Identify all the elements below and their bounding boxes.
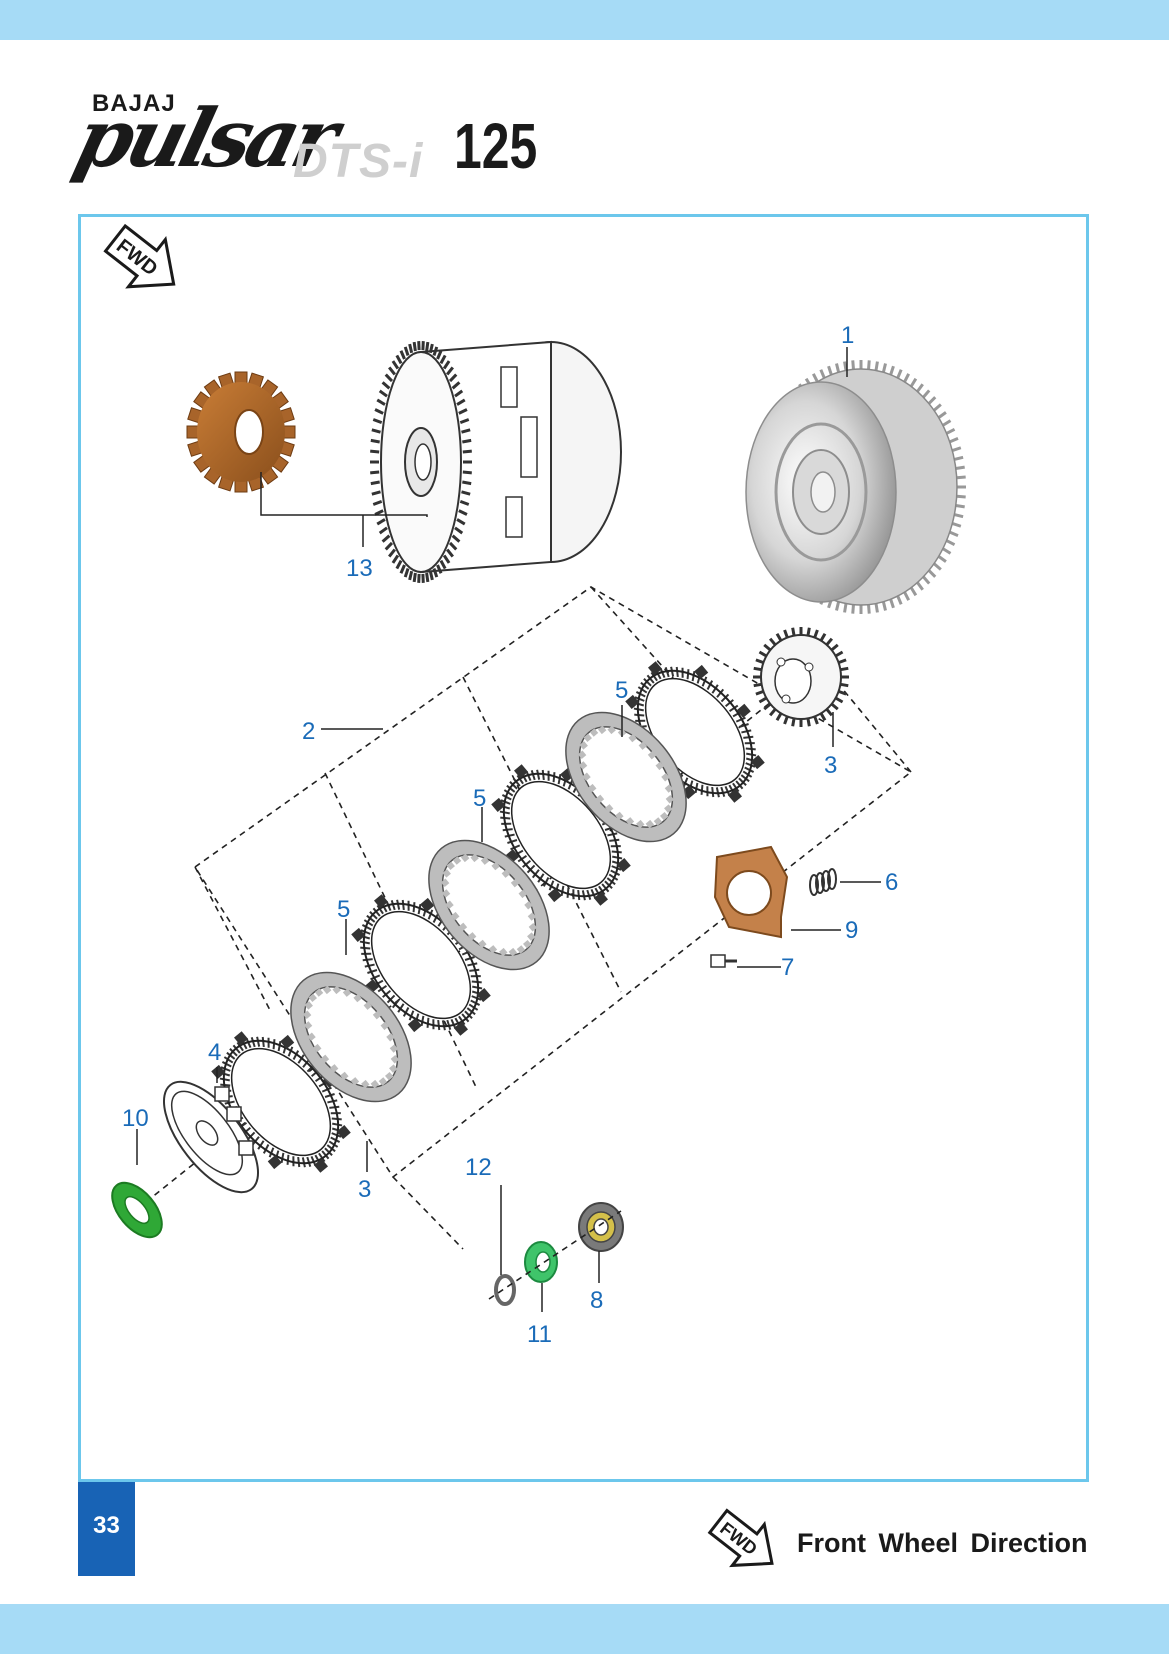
legend-fwd-arrow-icon: FWD (707, 1508, 774, 1568)
part-number-5-middle: 5 (473, 785, 486, 812)
page-number-box: 33 (78, 1482, 135, 1576)
primary-driven-gear (186, 371, 296, 493)
part-number-10: 10 (122, 1105, 149, 1132)
bearing (578, 1202, 624, 1252)
clutch-housing (370, 340, 622, 583)
pressure-plate (713, 845, 789, 939)
part-number-6: 6 (885, 869, 898, 896)
legend-text: Front Wheel Direction (797, 1528, 1088, 1558)
friction-plates (290, 711, 687, 1103)
part-number-2: 2 (302, 718, 315, 745)
logo-series: DTS-i (293, 135, 424, 188)
lifter-plate (162, 1080, 260, 1194)
clutch-bell (745, 360, 966, 614)
fwd-arrow-icon: FWD (103, 223, 176, 289)
green-washer (111, 1181, 163, 1239)
clutch-spring (809, 868, 837, 896)
top-band (0, 0, 1169, 40)
model-number: 125 (454, 110, 538, 182)
part-number-8: 8 (590, 1287, 603, 1314)
part-number-3-plate: 3 (358, 1176, 371, 1203)
part-number-5-bottom: 5 (337, 896, 350, 923)
part-number-4: 4 (208, 1039, 221, 1066)
diagram-frame: FWD (78, 214, 1089, 1482)
part-number-1: 1 (841, 322, 854, 349)
green-lock-nut (524, 1241, 558, 1283)
part-number-3-hub: 3 (824, 752, 837, 779)
exploded-parts-diagram: FWD (103, 223, 966, 1348)
part-number-9: 9 (845, 917, 858, 944)
bottom-band (0, 1604, 1169, 1654)
pulsar-logo: BAJAJ pulsar DTS-i 125 (66, 88, 538, 200)
part-number-13: 13 (346, 555, 373, 582)
page-number: 33 (93, 1512, 120, 1539)
clutch-hub (753, 627, 849, 727)
part-number-11: 11 (527, 1321, 552, 1348)
brand-name: BAJAJ (92, 90, 176, 117)
bolt (710, 954, 737, 968)
part-number-12: 12 (465, 1154, 492, 1181)
small-washer (494, 1274, 516, 1306)
leader-lines (136, 347, 881, 1312)
part-number-5-top: 5 (615, 677, 628, 704)
part-number-7: 7 (781, 954, 794, 981)
